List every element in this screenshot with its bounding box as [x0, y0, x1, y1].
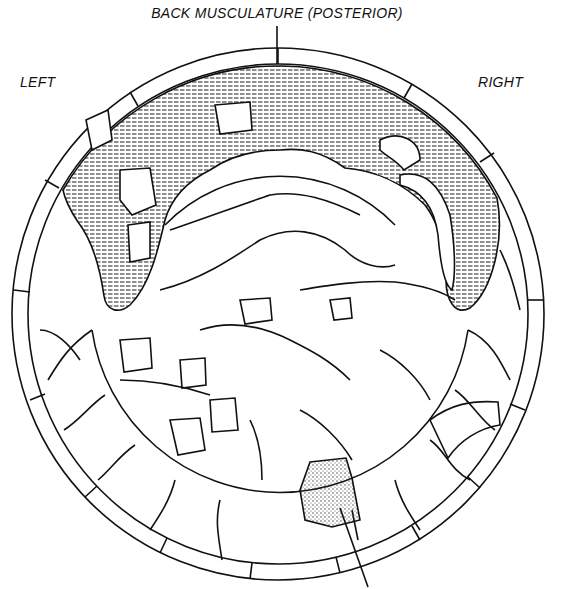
organ-outlines [40, 194, 520, 560]
middle-ring [92, 330, 468, 493]
muscle-gap [86, 110, 112, 150]
inner-skin-ring [28, 64, 528, 564]
region-label: BACK MUSCULATURE (POSTERIOR) [151, 5, 403, 21]
back-musculature-region [63, 66, 499, 310]
muscle-gap [380, 136, 420, 170]
muscle-gap [128, 222, 150, 262]
muscle-gap [215, 102, 252, 134]
muscle-gap [400, 174, 454, 290]
side-label: LEFT [20, 74, 55, 90]
outer-band-dividers [14, 48, 543, 579]
leader-line [340, 508, 368, 587]
side-label: RIGHT [478, 74, 523, 90]
muscle-gap [120, 168, 156, 215]
outer-skin-ring [12, 48, 544, 580]
leader-line [276, 26, 278, 64]
stippled-region [300, 458, 360, 527]
middle-ring [165, 176, 395, 225]
